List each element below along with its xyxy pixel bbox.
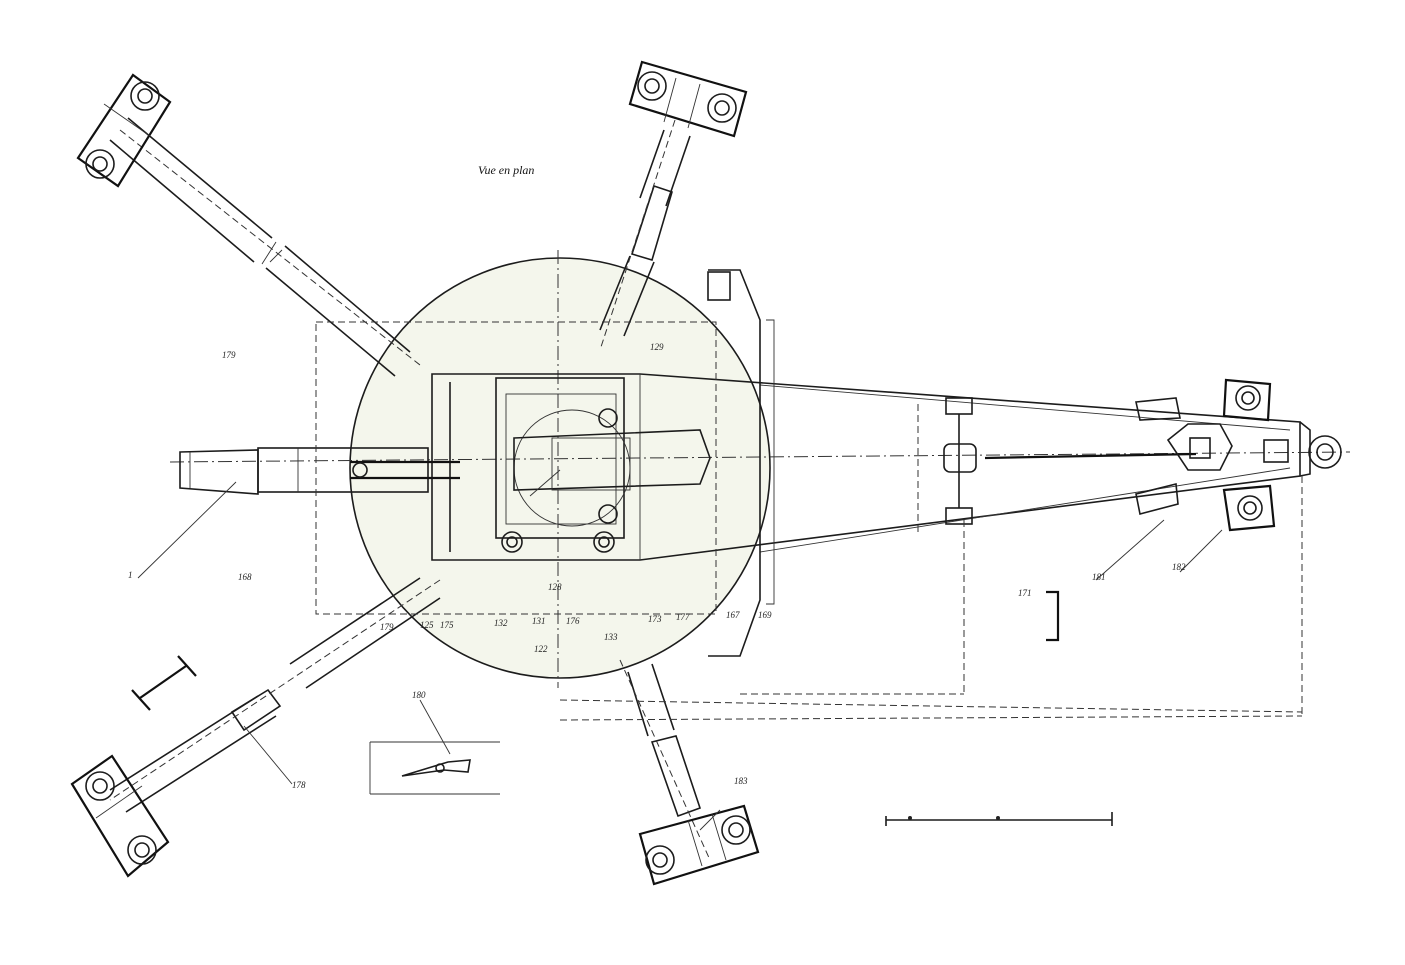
ref-label: 180 xyxy=(412,690,426,700)
ref-label: 177 xyxy=(676,612,690,622)
construction-lines xyxy=(315,321,1303,721)
ref-label: 131 xyxy=(532,616,546,626)
foot-lower-right xyxy=(638,804,760,886)
circular-platform xyxy=(349,250,771,688)
towing-eye xyxy=(1166,421,1342,477)
ref-label: 125 xyxy=(420,620,434,630)
reference-labels: 129 179 128 1 168 179 125 175 132 122 17… xyxy=(128,342,1186,790)
ref-label: 167 xyxy=(726,610,740,620)
ref-label: 128 xyxy=(548,582,562,592)
leader-lines xyxy=(137,469,1223,831)
section-bracket xyxy=(1046,590,1060,642)
ref-label: 122 xyxy=(534,644,548,654)
ref-label: 129 xyxy=(650,342,664,352)
rear-foot-lower xyxy=(1222,484,1276,532)
ref-label: 133 xyxy=(604,632,618,642)
ref-label: 1 xyxy=(128,570,133,580)
outrigger-lower-right xyxy=(619,659,711,861)
rear-foot-upper xyxy=(1222,378,1272,422)
ref-label: 179 xyxy=(380,622,394,632)
drawing-title: Vue en plan xyxy=(478,163,534,177)
outrigger-lower-left xyxy=(109,577,441,813)
ref-label: 176 xyxy=(566,616,580,626)
cradle-assembly xyxy=(495,377,711,553)
ref-label: 171 xyxy=(1018,588,1032,598)
ref-label: 182 xyxy=(1172,562,1186,572)
platform-side-rails xyxy=(707,269,775,657)
ref-label: 178 xyxy=(292,780,306,790)
i-beam-symbol xyxy=(131,655,197,711)
ref-label: 183 xyxy=(734,776,748,786)
foot-lower-left xyxy=(70,754,170,878)
outrigger-upper-left xyxy=(109,117,421,377)
scale-bar xyxy=(885,812,1113,826)
foot-upper-left xyxy=(76,73,172,188)
ref-label: 173 xyxy=(648,614,662,624)
ref-label: 181 xyxy=(1092,572,1106,582)
outrigger-upper-right xyxy=(599,119,691,351)
ref-label: 169 xyxy=(758,610,772,620)
ref-label: 168 xyxy=(238,572,252,582)
foot-upper-right xyxy=(628,60,748,138)
ref-label: 175 xyxy=(440,620,454,630)
detail-inset xyxy=(369,699,500,795)
ref-label: 179 xyxy=(222,350,236,360)
axle-wheel-assembly xyxy=(943,397,977,525)
gun-barrel xyxy=(179,447,460,495)
trail-handles xyxy=(1135,397,1181,515)
ref-label: 132 xyxy=(494,618,508,628)
